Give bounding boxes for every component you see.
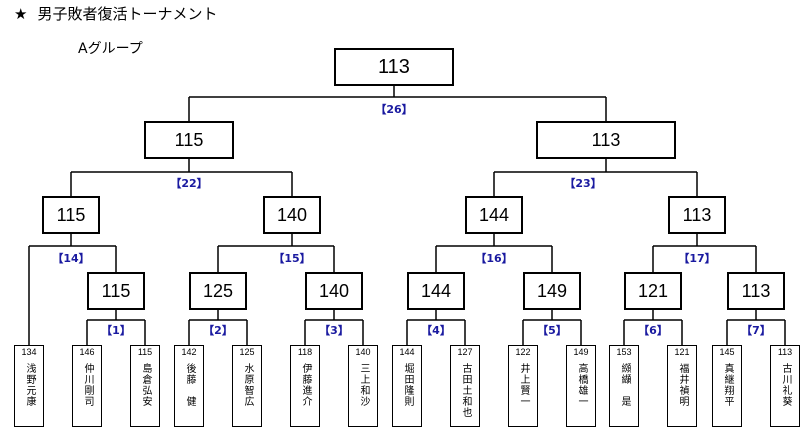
player-card: 115 島倉弘安	[130, 345, 160, 427]
player-card: 127 古田土和也	[450, 345, 480, 427]
player-name: 浅野元康	[24, 363, 35, 407]
match-number-3: 【3】	[319, 324, 349, 337]
player-card: 146 仲川剛司	[72, 345, 102, 427]
player-name: 仲川剛司	[82, 363, 93, 407]
player-card: 121 福井禎明	[667, 345, 697, 427]
player-score: 125	[239, 347, 255, 357]
player-score: 153	[616, 347, 632, 357]
match-number-7: 【7】	[741, 324, 771, 337]
match-number-22: 【22】	[170, 177, 208, 190]
match-box-qf2: 140	[263, 196, 321, 234]
match-number-2: 【2】	[203, 324, 233, 337]
player-score: 146	[79, 347, 95, 357]
player-score: 127	[457, 347, 473, 357]
player-score: 134	[21, 347, 37, 357]
match-number-14: 【14】	[52, 252, 90, 265]
player-card: 122 井上賢一	[508, 345, 538, 427]
match-box-r5: 149	[523, 272, 581, 310]
player-score: 142	[181, 347, 197, 357]
match-box-r7: 113	[727, 272, 785, 310]
player-score: 140	[355, 347, 371, 357]
match-number-26: 【26】	[375, 103, 413, 116]
player-name: 伊藤進介	[300, 363, 311, 407]
player-name: 纐纈 是	[619, 363, 630, 407]
match-box-r4: 144	[407, 272, 465, 310]
match-number-5: 【5】	[537, 324, 567, 337]
match-number-17: 【17】	[678, 252, 716, 265]
player-name: 真継翔平	[722, 363, 733, 407]
match-number-16: 【16】	[475, 252, 513, 265]
match-box-r3: 140	[305, 272, 363, 310]
match-number-23: 【23】	[564, 177, 602, 190]
player-score: 118	[297, 347, 313, 357]
match-box-qf3: 144	[465, 196, 523, 234]
match-box-semifinal-left: 115	[144, 121, 234, 159]
match-box-r2: 125	[189, 272, 247, 310]
player-score: 121	[674, 347, 690, 357]
player-name: 福井禎明	[677, 363, 688, 407]
player-name: 古川礼葵	[780, 363, 791, 407]
match-box-qf4: 113	[668, 196, 726, 234]
player-card: 149 高橋雄一	[566, 345, 596, 427]
player-score: 149	[573, 347, 589, 357]
player-card: 144 堀田隆則	[392, 345, 422, 427]
player-name: 井上賢一	[518, 363, 529, 407]
player-name: 水原智広	[242, 363, 253, 407]
match-box-semifinal-right: 113	[536, 121, 676, 159]
player-score: 113	[777, 347, 793, 357]
player-score: 122	[515, 347, 531, 357]
match-box-r6: 121	[624, 272, 682, 310]
match-box-r1: 115	[87, 272, 145, 310]
page-title: ★ 男子敗者復活トーナメント	[14, 3, 217, 24]
player-name: 高橋雄一	[576, 363, 587, 407]
player-score: 115	[137, 347, 153, 357]
player-card: 153 纐纈 是	[609, 345, 639, 427]
match-number-15: 【15】	[273, 252, 311, 265]
player-name: 島倉弘安	[140, 363, 151, 407]
match-box-qf1: 115	[42, 196, 100, 234]
player-name: 古田土和也	[460, 363, 471, 418]
player-card: 140 三上和沙	[348, 345, 378, 427]
match-number-6: 【6】	[638, 324, 668, 337]
page-title-text: 男子敗者復活トーナメント	[37, 5, 218, 23]
player-name: 後藤 健	[184, 363, 195, 407]
player-score: 145	[719, 347, 735, 357]
player-name: 堀田隆則	[402, 363, 413, 407]
player-card: 142 後藤 健	[174, 345, 204, 427]
match-number-4: 【4】	[421, 324, 451, 337]
match-number-1: 【1】	[101, 324, 131, 337]
player-score: 144	[399, 347, 415, 357]
player-card: 145 真継翔平	[712, 345, 742, 427]
player-card: 118 伊藤進介	[290, 345, 320, 427]
player-card: 125 水原智広	[232, 345, 262, 427]
player-name: 三上和沙	[358, 363, 369, 407]
match-box-final: 113	[334, 48, 454, 86]
group-label: Aグループ	[78, 41, 143, 57]
star-icon: ★	[14, 5, 28, 23]
player-card: 113 古川礼葵	[770, 345, 800, 427]
player-card: 134 浅野元康	[14, 345, 44, 427]
